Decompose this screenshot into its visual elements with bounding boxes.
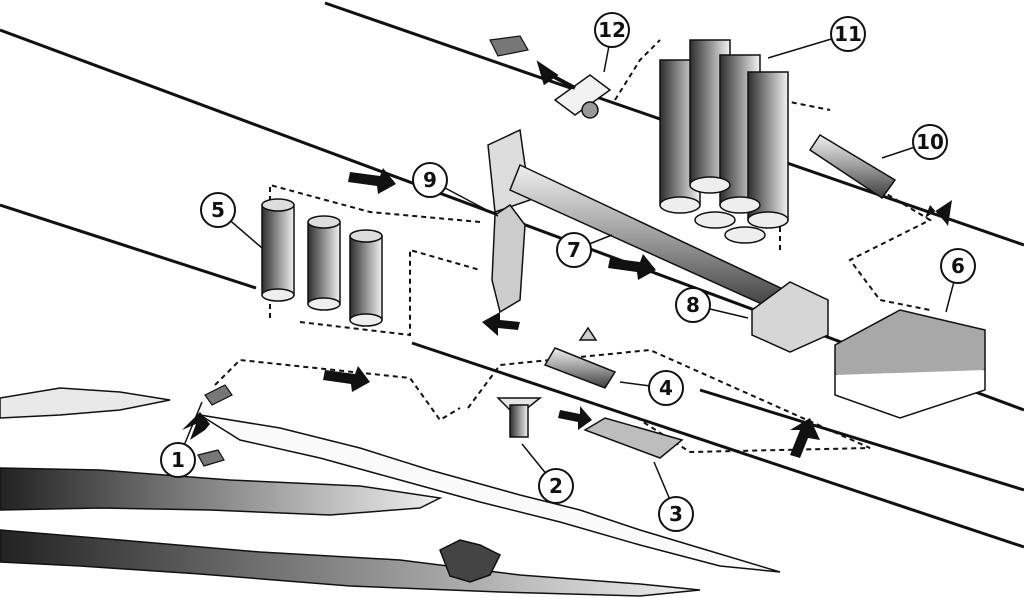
callout-label-8: 8	[686, 293, 700, 317]
callout-circle-1	[160, 442, 196, 478]
truck-icon	[197, 449, 225, 467]
callout-label-9: 9	[423, 168, 437, 192]
clinker-storage	[834, 309, 986, 419]
flow-arrow-icon	[558, 406, 592, 430]
preheater-tower	[487, 128, 531, 314]
flow-arrow-icon	[790, 418, 820, 458]
callout-circle-11	[830, 16, 866, 52]
callout-label-11: 11	[834, 22, 862, 46]
callout-label-12: 12	[598, 18, 626, 42]
callout-circle-3	[658, 496, 694, 532]
cement-silos	[659, 39, 789, 244]
callout-label-2: 2	[549, 474, 563, 498]
callout-label-10: 10	[916, 130, 944, 154]
raw-mill-drum	[543, 326, 617, 389]
callout-label-7: 7	[567, 238, 581, 262]
callout-circle-6	[940, 248, 976, 284]
clinker-cooler	[751, 281, 829, 353]
callout-label-5: 5	[211, 198, 225, 222]
callout-circle-10	[912, 124, 948, 160]
callout-label-1: 1	[171, 448, 185, 472]
stockpile	[583, 417, 684, 459]
callout-label-4: 4	[659, 376, 673, 400]
callout-circle-8	[675, 287, 711, 323]
callout-circle-5	[200, 192, 236, 228]
truck-icon	[489, 35, 529, 57]
quarry-strata	[0, 387, 781, 597]
cement-mill	[808, 133, 897, 200]
flow-arrow-icon	[182, 412, 210, 440]
flow-arrow-icon	[536, 60, 576, 90]
flow-arrow-icon	[608, 254, 656, 280]
crusher	[496, 397, 543, 438]
callout-circle-7	[556, 232, 592, 268]
flow-arrow-icon	[348, 168, 396, 194]
flow-arrow-icon	[925, 200, 952, 226]
callout-label-3: 3	[669, 502, 683, 526]
packing-unit	[553, 74, 612, 119]
callout-circle-2	[538, 468, 574, 504]
flow-arrows	[182, 60, 952, 458]
flow-arrow-icon	[482, 312, 520, 336]
raw-material-silos	[261, 198, 383, 327]
truck-icon	[204, 384, 233, 406]
callout-label-6: 6	[951, 254, 965, 278]
truck-icons	[197, 35, 529, 467]
callout-circle-4	[648, 370, 684, 406]
callout-circle-9	[412, 162, 448, 198]
callout-circle-12	[594, 12, 630, 48]
flow-arrow-icon	[323, 366, 370, 392]
